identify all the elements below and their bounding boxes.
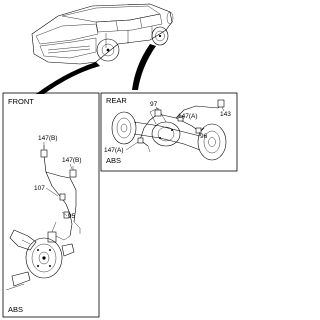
front-callout-147b-upper: 147(B) [38,135,58,142]
front-callout-107: 107 [34,185,45,192]
front-callout-95: 95 [68,213,76,220]
front-panel-footer: ABS [8,305,23,314]
front-brake-assembly [5,221,75,291]
front-pointer [36,62,100,94]
rear-callout-147a-upper: 147(A) [178,113,198,120]
rear-axle-assembly [111,107,227,161]
front-panel-title: FRONT [8,97,34,106]
rear-callout-97: 97 [150,101,158,108]
rear-callout-143: 143 [220,111,231,118]
rear-callout-147a-lower: 147(A) [104,147,124,154]
vehicle-illustration [31,3,174,65]
parts-diagram: FRONT ABS [2,3,238,318]
rear-panel: REAR ABS [100,92,238,172]
rear-pointer [132,44,156,90]
front-clips [40,145,77,219]
front-callout-147b-right: 147(B) [62,157,82,164]
rear-clips [137,99,225,144]
rear-sensor-harness [139,103,223,153]
rear-panel-title: REAR [106,96,127,105]
rear-callout-96: 96 [200,133,208,140]
front-panel: FRONT ABS [2,92,100,318]
rear-panel-footer: ABS [106,156,121,165]
